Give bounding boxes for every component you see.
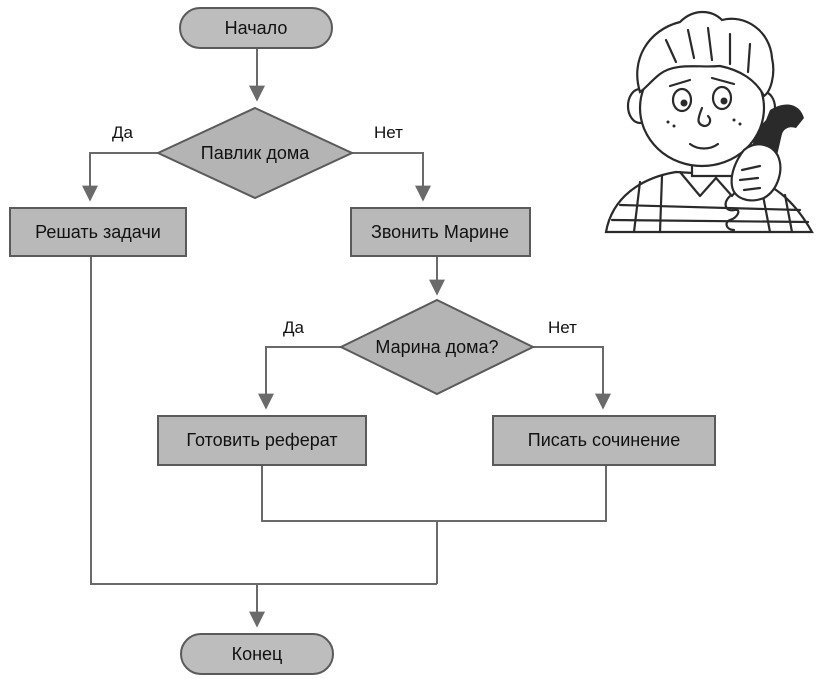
decision-pavlik-home-label: Павлик дома — [201, 143, 310, 163]
edge-pavlik-yes — [82, 152, 158, 202]
edges — [82, 48, 611, 628]
edge-marina-yes — [258, 346, 344, 410]
decision-marina-home-label: Марина дома? — [375, 337, 498, 357]
process-write-essay-label: Писать сочинение — [528, 430, 680, 450]
edge-label-no-2: Нет — [548, 318, 577, 337]
edge-essay-down — [437, 465, 607, 522]
edge-solve-down — [90, 256, 437, 585]
process-solve-tasks-label: Решать задачи — [35, 222, 161, 242]
process-call-marina-label: Звонить Марине — [371, 222, 509, 242]
end-label: Конец — [232, 644, 283, 664]
edge-pavlik-no — [352, 152, 431, 202]
process-write-essay: Писать сочинение — [492, 415, 716, 466]
start-label: Начало — [225, 18, 288, 38]
edge-report-down — [261, 465, 437, 522]
process-prepare-report-label: Готовить реферат — [186, 430, 337, 450]
boy-with-phone-icon — [604, 10, 814, 234]
process-solve-tasks: Решать задачи — [9, 207, 187, 257]
edge-label-no-1: Нет — [374, 123, 403, 142]
process-call-marina: Звонить Марине — [350, 207, 531, 257]
end-node: Конец — [180, 633, 334, 675]
edge-marina-no — [530, 346, 611, 410]
start-node: Начало — [179, 7, 333, 49]
decision-marina-home: Марина дома? — [338, 298, 536, 396]
process-prepare-report: Готовить реферат — [157, 415, 367, 466]
decision-pavlik-home: Павлик дома — [155, 106, 355, 200]
edge-label-yes-2: Да — [283, 318, 305, 337]
edge-label-yes-1: Да — [112, 123, 134, 142]
